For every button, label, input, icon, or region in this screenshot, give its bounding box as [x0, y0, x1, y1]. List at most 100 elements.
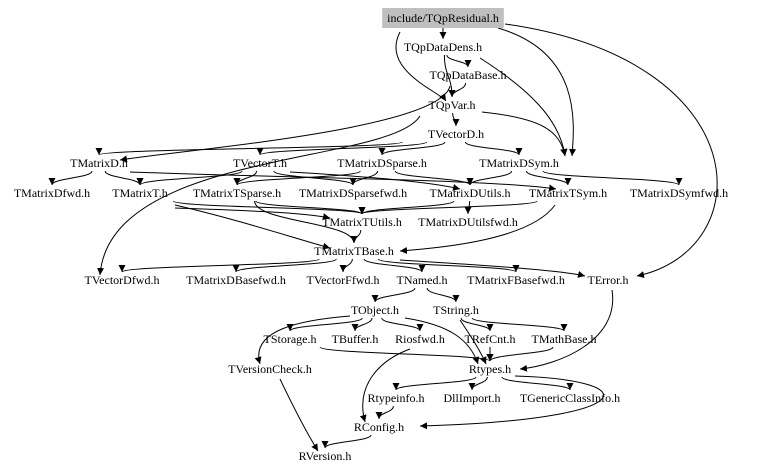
dependency-edge	[426, 287, 460, 303]
node-label[interactable]: TStorage.h	[264, 332, 317, 346]
dependency-edge	[464, 200, 472, 215]
dependency-edge	[136, 170, 243, 186]
dependency-edge	[256, 141, 428, 156]
nodes: include/TQpResidual.hTQpDataDens.hTQpDat…	[14, 11, 728, 463]
node-label[interactable]: TNamed.h	[397, 273, 448, 287]
dependency-edge	[371, 287, 416, 303]
dependency-edge	[359, 348, 411, 423]
dependency-edge	[286, 317, 363, 332]
node-label[interactable]: TMatrixTSparse.h	[193, 186, 281, 200]
dependency-edge	[350, 229, 362, 244]
node-label[interactable]: TQpDataDens.h	[404, 40, 482, 54]
dependency-edge	[48, 170, 93, 186]
dependency-edge	[232, 258, 337, 273]
node-label[interactable]: TMatrixTBase.h	[314, 244, 394, 258]
node-label[interactable]: TMatrixD.h	[70, 156, 128, 170]
node-label[interactable]: Rtypeinfo.h	[368, 391, 425, 405]
root-node-highlight	[382, 8, 504, 28]
node-label[interactable]: TMathBase.h	[532, 332, 597, 346]
dependency-edge	[174, 204, 331, 250]
node-label[interactable]: TMatrixDfwd.h	[14, 186, 90, 200]
node-label[interactable]: TVectorDfwd.h	[85, 273, 160, 287]
node-label[interactable]: TQpVar.h	[429, 98, 476, 112]
dependency-edge	[525, 170, 572, 186]
node-label[interactable]: Riosfwd.h	[395, 332, 445, 346]
node-label[interactable]: RVersion.h	[299, 449, 352, 463]
node-label[interactable]: TRefCnt.h	[465, 332, 516, 346]
dependency-edge	[448, 82, 467, 98]
dependency-edge	[339, 258, 353, 273]
node-label[interactable]: TVectorD.h	[428, 127, 484, 141]
dependency-edge	[486, 346, 554, 362]
root-node-label[interactable]: include/TQpResidual.h	[387, 11, 499, 25]
dependency-edge	[501, 376, 574, 391]
dependency-edge	[399, 259, 586, 278]
dependency-edge	[129, 171, 557, 192]
dependency-edge	[452, 112, 460, 127]
node-label[interactable]: TMatrixDSparsefwd.h	[299, 186, 407, 200]
dependency-edge	[319, 346, 494, 362]
node-label[interactable]: RConfig.h	[354, 420, 404, 434]
node-label[interactable]: TBuffer.h	[332, 332, 379, 346]
node-label[interactable]: TMatrixFBasefwd.h	[467, 273, 565, 287]
node-label[interactable]: TObject.h	[351, 303, 399, 317]
dependency-edge	[289, 171, 461, 191]
node-label[interactable]: TVersionCheck.h	[228, 362, 312, 376]
dependency-edge	[378, 141, 446, 156]
dependency-edge	[375, 405, 394, 420]
dependency-edge	[446, 54, 472, 68]
dependency-edge	[519, 289, 614, 372]
dependency-edge	[279, 378, 319, 452]
dependency-edge	[471, 317, 568, 332]
dependency-edge	[419, 375, 604, 430]
dependency-edge	[255, 200, 366, 215]
dependency-edge	[404, 317, 480, 365]
node-label[interactable]: Rtypes.h	[469, 362, 511, 376]
node-label[interactable]: TVectorT.h	[233, 156, 287, 170]
node-label[interactable]: TMatrixDSymfwd.h	[630, 186, 728, 200]
node-label[interactable]: TMatrixTSym.h	[529, 186, 607, 200]
dependency-edge	[468, 376, 488, 391]
dependency-edge	[479, 57, 568, 157]
node-label[interactable]: TMatrixDSparse.h	[337, 156, 427, 170]
node-label[interactable]: TQpDataBase.h	[430, 68, 507, 82]
node-label[interactable]: TError.h	[588, 273, 629, 287]
dependency-edge	[363, 258, 426, 273]
dependency-edge	[542, 170, 683, 186]
dependency-edge	[118, 258, 320, 273]
dependency-edge	[233, 170, 361, 186]
node-label[interactable]: TMatrixT.h	[112, 186, 167, 200]
node-label[interactable]: TVectorFfwd.h	[307, 273, 380, 287]
dependency-edge	[392, 376, 477, 391]
dependency-edge	[174, 207, 331, 221]
dependency-edge	[321, 434, 372, 449]
node-label[interactable]: TMatrixDSym.h	[479, 156, 559, 170]
node-label[interactable]: TMatrixDUtilsfwd.h	[418, 215, 518, 229]
dependency-edge	[104, 170, 144, 186]
node-label[interactable]: TMatrixDUtils.h	[430, 186, 511, 200]
dependency-edge	[481, 111, 568, 157]
dependency-edge	[381, 317, 424, 332]
node-label[interactable]: TMatrixTUtils.h	[322, 215, 402, 229]
dependency-edge	[351, 317, 373, 332]
dependency-edge	[349, 170, 379, 186]
dependency-edge	[464, 141, 523, 156]
node-label[interactable]: DllImport.h	[444, 391, 501, 405]
dependency-edge	[497, 27, 577, 157]
dependency-edge	[395, 31, 447, 102]
dependency-edge	[172, 200, 366, 215]
dependency-edge	[358, 200, 538, 215]
node-label[interactable]: TGenericClassInfo.h	[520, 391, 620, 405]
node-label[interactable]: TMatrixDBasefwd.h	[186, 273, 286, 287]
dependency-edge	[394, 170, 474, 186]
dependency-edge	[254, 315, 351, 365]
dependency-edge	[466, 170, 513, 186]
node-label[interactable]: TString.h	[433, 303, 479, 317]
dependency-edge	[399, 204, 556, 254]
dependency-edge	[97, 115, 421, 276]
dependency-edge	[459, 319, 487, 365]
edges	[48, 23, 718, 452]
dependency-edge	[377, 258, 520, 273]
dependency-edge	[95, 141, 403, 156]
